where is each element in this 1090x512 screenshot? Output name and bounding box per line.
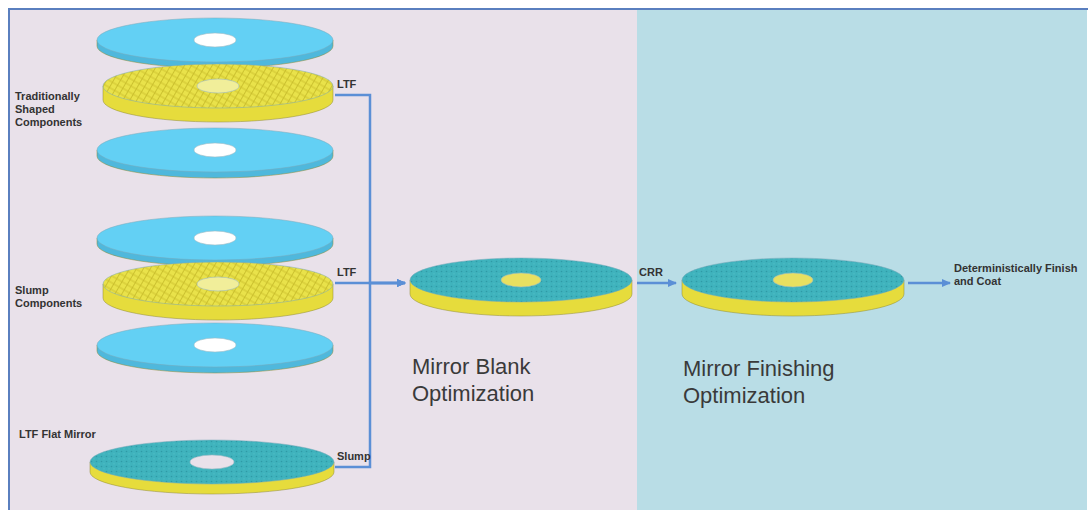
disc-hole	[501, 273, 541, 287]
node-label: Traditionally Shaped Components	[15, 90, 95, 129]
process-label: LTF	[337, 78, 356, 90]
blue-plate	[97, 18, 333, 68]
right-band	[637, 10, 1087, 510]
blue-plate	[97, 128, 333, 178]
disc-face	[97, 18, 333, 62]
disc-face	[97, 128, 333, 172]
node-label: Slump Components	[15, 284, 95, 310]
process-label: CRR	[639, 266, 663, 278]
frame-top	[8, 8, 1088, 10]
process-label: Slump	[337, 450, 371, 462]
flow-arrow	[637, 282, 676, 285]
flat-mirror	[90, 440, 334, 494]
mirror-blank-stage: Mirror Blank Optimization	[405, 245, 637, 415]
node-label: LTF Flat Mirror	[19, 428, 119, 441]
disc-face	[97, 216, 333, 260]
output-step: Deterministically Finish and Coat	[950, 262, 1082, 302]
disc-hole	[194, 338, 236, 352]
node-label: Deterministically Finish and Coat	[954, 262, 1078, 288]
disc-face	[682, 258, 904, 302]
component-stack: Slump Components	[5, 214, 335, 379]
process-label: LTF	[337, 266, 356, 278]
disc-hole	[773, 273, 813, 287]
disc-hole	[194, 33, 236, 47]
frame-left	[8, 9, 10, 510]
component-stack: Traditionally Shaped Components	[5, 18, 335, 188]
node-label: Mirror Blank Optimization	[412, 353, 617, 407]
node-label: Mirror Finishing Optimization	[683, 355, 888, 409]
yellow-core	[103, 262, 333, 320]
flow-arrow	[335, 283, 405, 467]
mirror-blank	[410, 258, 632, 316]
disc-face	[97, 323, 333, 367]
flow-arrow	[908, 282, 950, 285]
left-band	[10, 10, 637, 510]
disc-group	[90, 18, 904, 494]
disc-hole	[197, 79, 239, 93]
flat-mirror-group: LTF Flat Mirror	[5, 398, 335, 498]
disc-hole	[197, 277, 239, 291]
disc-hole	[194, 143, 236, 157]
blue-plate	[97, 323, 333, 373]
disc-hole	[190, 455, 234, 469]
finished-mirror	[682, 258, 904, 316]
disc-hole	[194, 231, 236, 245]
disc-face	[103, 64, 333, 108]
disc-face	[103, 262, 333, 306]
disc-face	[90, 440, 334, 484]
mirror-finishing-stage: Mirror Finishing Optimization	[676, 245, 908, 435]
blue-plate	[97, 216, 333, 266]
disc-face	[410, 258, 632, 302]
flow-arrow	[335, 95, 405, 283]
yellow-core	[103, 64, 333, 122]
